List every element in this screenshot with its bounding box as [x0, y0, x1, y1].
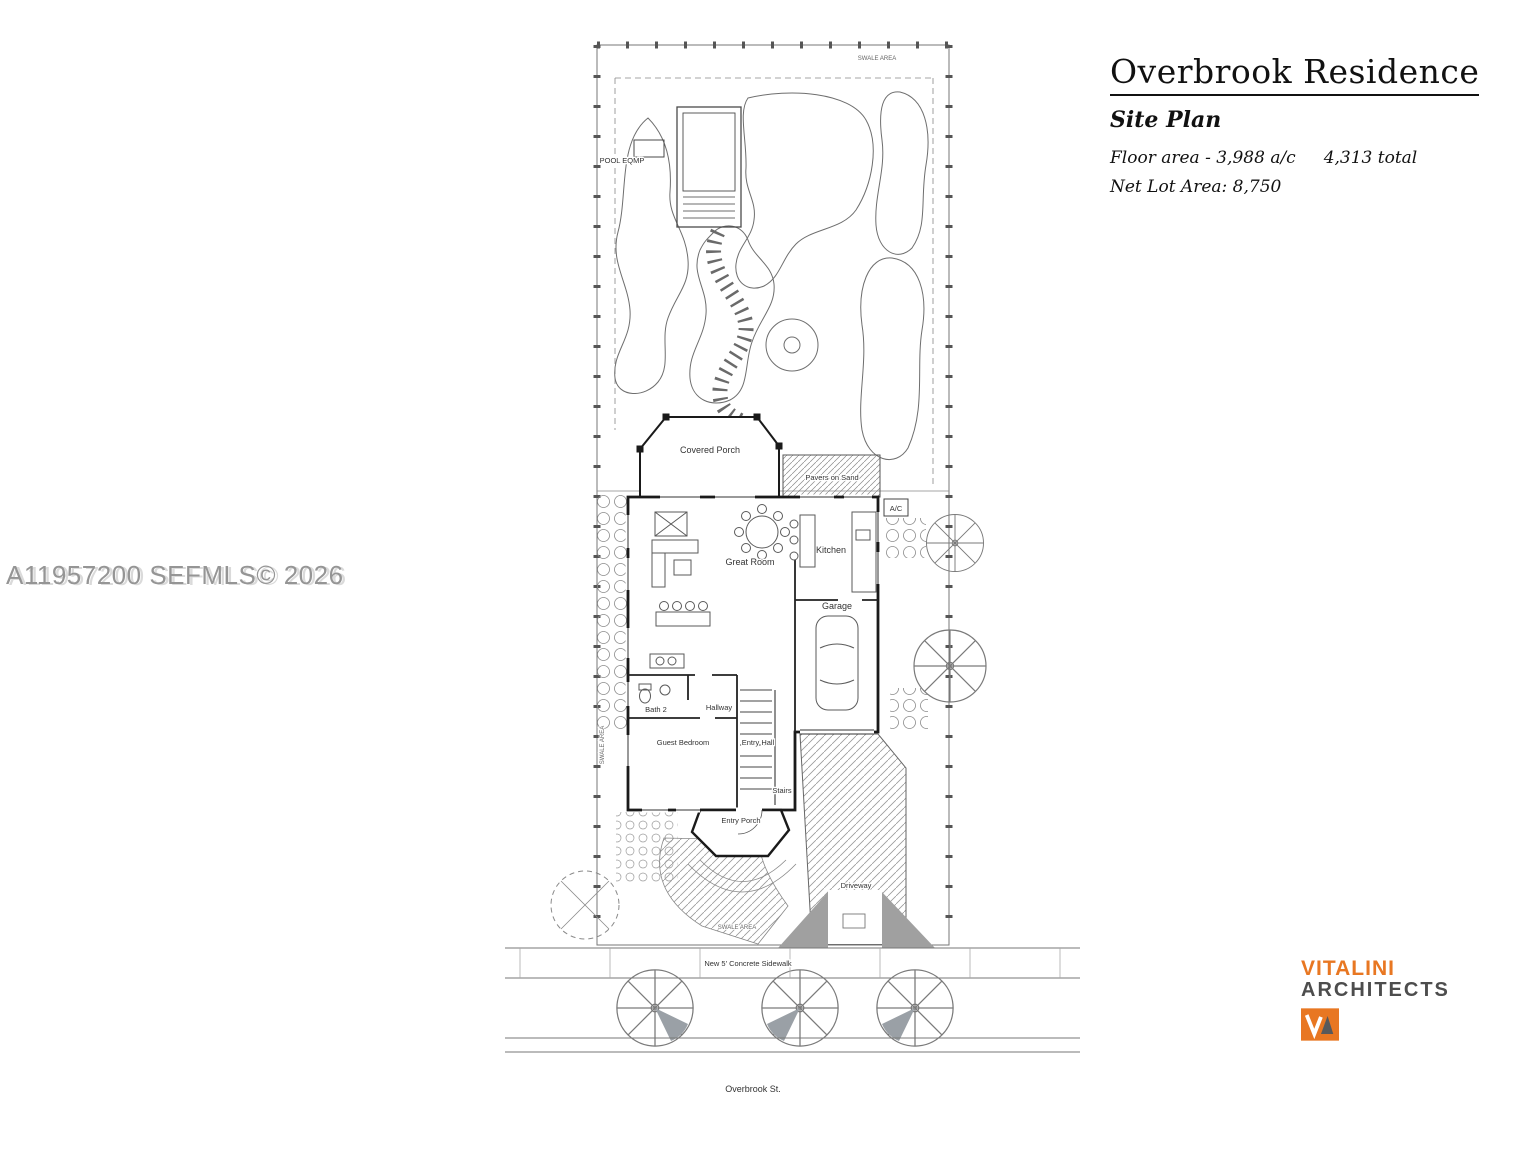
firm-name-line2: ARCHITECTS [1301, 979, 1450, 1002]
backyard-pool-area [614, 91, 929, 461]
stones-right-lower [890, 688, 928, 732]
page-title: Overbrook Residence [1110, 52, 1480, 96]
label-driveway: Driveway [841, 881, 872, 890]
furniture [638, 504, 877, 711]
label-entry-porch: Entry Porch [721, 816, 760, 825]
pavers-on-sand [782, 454, 881, 498]
mls-watermark: A11957200 SEFMLS© 2026 [6, 560, 344, 590]
floor-area-value: Floor area - 3,988 a/c [1110, 148, 1296, 168]
label-covered-porch: Covered Porch [680, 445, 740, 455]
label-swale-top: SWALE AREA [858, 56, 896, 62]
fire-pit [765, 318, 819, 372]
driveway-aprons [778, 892, 935, 948]
pool-equipment-pad [633, 139, 665, 158]
label-pool-equipment: POOL EQMP [600, 156, 645, 165]
paver-path [706, 228, 754, 428]
vitalini-logo-icon [1301, 1008, 1339, 1041]
label-swale-left: SWALE AREA [600, 726, 606, 764]
title-block: Overbrook Residence Site Plan Floor area… [1110, 52, 1480, 197]
label-bath-2: Bath 2 [645, 705, 667, 714]
covered-porch [636, 413, 783, 498]
ac-pad [883, 498, 909, 517]
net-lot-area: Net Lot Area: 8,750 [1110, 177, 1282, 197]
label-hallway: Hallway [706, 703, 733, 712]
label-entry-hall: Entry Hall [742, 738, 775, 747]
label-great-room: Great Room [725, 557, 774, 567]
windows [625, 494, 881, 835]
floor-area-total: 4,313 total [1323, 148, 1418, 168]
pool [676, 106, 742, 228]
label-street: Overbrook St. [725, 1084, 781, 1094]
page-subtitle: Site Plan [1110, 107, 1222, 133]
street-trees [550, 870, 954, 1047]
label-stairs: Stairs [772, 786, 791, 795]
architect-branding: VITALINI ARCHITECTS [1301, 957, 1450, 1041]
stepping-stones-left [597, 495, 628, 733]
house [625, 494, 881, 858]
label-ac-unit: A/C [890, 504, 903, 513]
firm-name-line1: VITALINI [1301, 957, 1395, 980]
entry-walk [616, 812, 797, 945]
sidewalk-street [505, 947, 1080, 1053]
label-pavers-on-sand: Pavers on Sand [805, 473, 858, 482]
label-sidewalk: New 5' Concrete Sidewalk [704, 959, 792, 968]
label-garage: Garage [822, 601, 852, 611]
stairs [740, 689, 772, 790]
label-guest-bedroom: Guest Bedroom [657, 738, 710, 747]
label-swale-front: SWALE AREA [718, 925, 756, 931]
label-kitchen: Kitchen [816, 545, 846, 555]
stones-right-upper [884, 518, 926, 558]
entry-porch [690, 808, 791, 858]
